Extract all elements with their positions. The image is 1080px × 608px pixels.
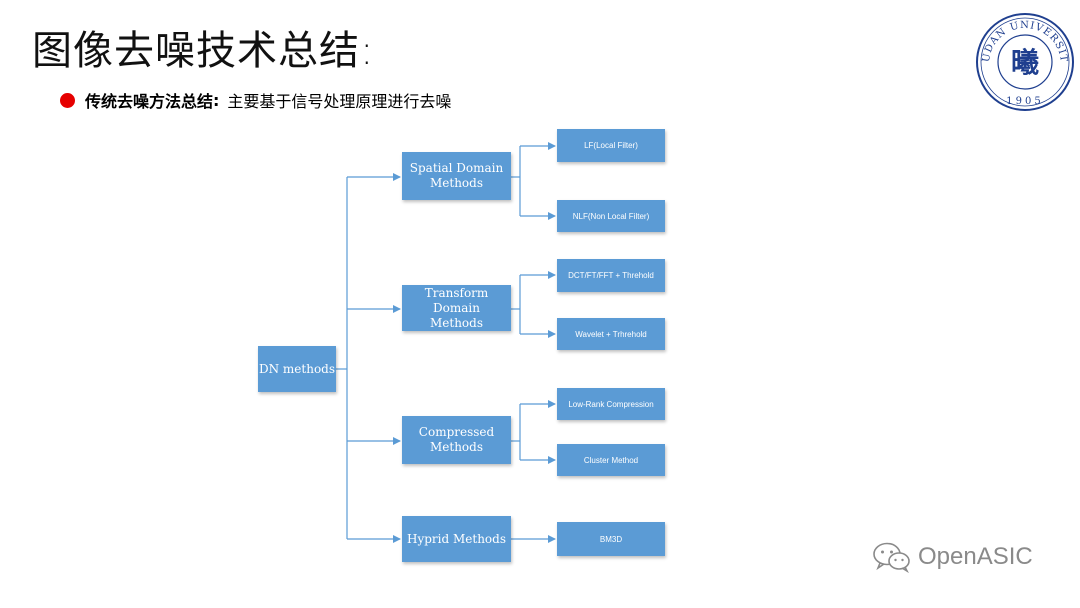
node-hyprid-line1: Hyprid Methods <box>407 531 506 546</box>
leaf-dct-threshold: DCT/FT/FFT + Threhold <box>557 259 665 292</box>
node-transform-line1: Transform Domain <box>424 285 489 315</box>
node-transform-line2: Methods <box>429 315 483 330</box>
node-spatial-line1: Spatial Domain <box>409 161 504 175</box>
bullet-text: 主要基于信号处理原理进行去噪 <box>227 92 452 111</box>
bullet-colon: : <box>213 90 220 110</box>
node-transform-domain-methods: Transform Domain Methods <box>402 285 511 331</box>
leaf-non-local-filter: NLF(Non Local Filter) <box>557 200 665 232</box>
node-hyprid-methods: Hyprid Methods <box>402 516 511 562</box>
node-dn-methods-label: DN methods <box>258 362 336 376</box>
leaf-local-filter-label: LF(Local Filter) <box>584 141 638 150</box>
leaf-non-local-filter-label: NLF(Non Local Filter) <box>572 211 650 221</box>
logo-glyph: 曦 <box>1011 46 1039 79</box>
watermark: OpenASIC <box>872 541 1033 573</box>
leaf-local-filter: LF(Local Filter) <box>557 129 665 162</box>
node-spatial-line2: Methods <box>429 176 483 190</box>
bullet-heading: 传统去噪方法总结 <box>85 92 214 111</box>
fudan-university-logo: FUDAN UNIVERSITY 曦 1905 <box>975 12 1074 111</box>
leaf-wavelet-threshold-label: Wavelet + Trhrehold <box>575 329 647 339</box>
leaf-dct-threshold-label: DCT/FT/FFT + Threhold <box>568 271 654 280</box>
leaf-wavelet-threshold: Wavelet + Trhrehold <box>557 318 665 350</box>
leaf-low-rank-compression-label: Low-Rank Compression <box>568 399 654 409</box>
leaf-bm3d: BM3D <box>557 522 665 556</box>
bullet-dot-icon <box>60 92 75 108</box>
leaf-cluster-method-label: Cluster Method <box>583 455 639 465</box>
page-title: 图像去噪技术总结: <box>32 28 375 74</box>
bullet-line: 传统去噪方法总结 : 主要基于信号处理原理进行去噪 <box>60 88 451 112</box>
node-compressed-line1: Compressed <box>418 425 495 439</box>
node-spatial-domain-methods: Spatial Domain Methods <box>402 152 511 200</box>
node-compressed-methods: Compressed Methods <box>402 416 511 464</box>
logo-year: 1905 <box>1006 96 1043 107</box>
leaf-cluster-method: Cluster Method <box>557 444 665 476</box>
node-dn-methods: DN methods <box>258 346 336 392</box>
node-compressed-line2: Methods <box>429 440 483 454</box>
leaf-low-rank-compression: Low-Rank Compression <box>557 388 665 420</box>
leaf-bm3d-label: BM3D <box>599 534 623 544</box>
wechat-icon <box>873 542 910 573</box>
watermark-text: OpenASIC <box>918 543 1033 570</box>
